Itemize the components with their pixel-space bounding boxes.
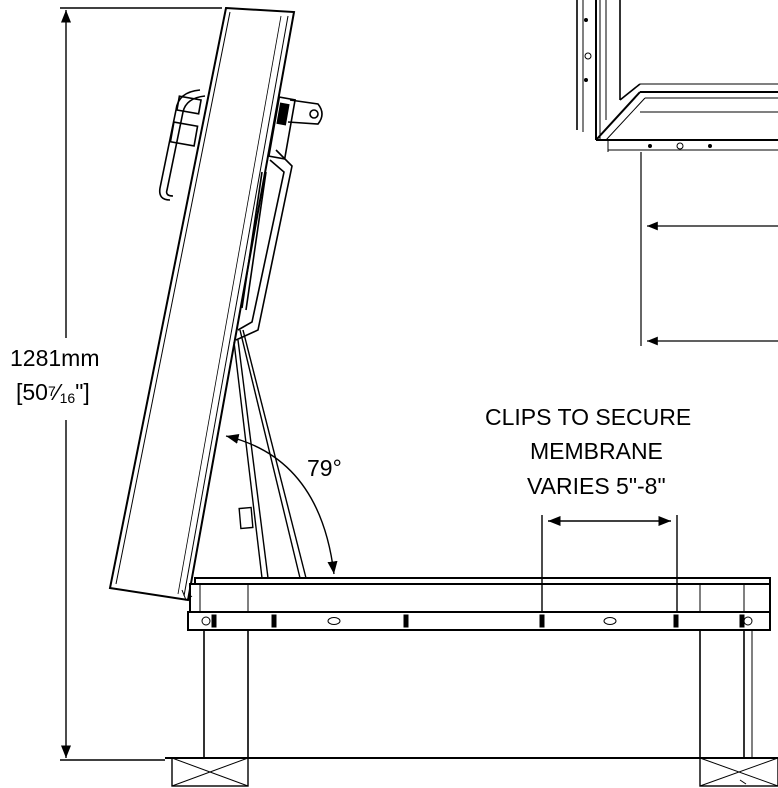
curb-frame [165,577,778,787]
height-inch-suffix: "] [75,379,90,405]
angle-arc [225,433,338,575]
corner-marks [181,589,747,785]
hold-open-arm [235,149,293,341]
height-inch-denominator: 16 [59,390,76,406]
height-mm-label: 1281mm [10,345,100,371]
cover-handle [158,89,206,201]
clip-spacing-dimension [541,515,678,612]
clips-note-line-1: CLIPS TO SECURE [485,404,692,430]
latch-bracket [267,96,323,160]
opening-angle-label: 79° [307,455,342,481]
height-dimension [60,7,222,761]
corner-detail-view [576,0,778,346]
height-inch-slash: ⁄ [55,379,60,405]
height-inch-numerator: 7 [47,383,56,399]
height-inch-whole: [50 [16,379,48,405]
clips-note-line-3: VARIES 5"-8" [527,473,666,499]
open-cover [108,6,296,602]
height-inch-label: [507⁄16"] [16,379,90,406]
clips-note-line-2: MEMBRANE [530,438,663,464]
